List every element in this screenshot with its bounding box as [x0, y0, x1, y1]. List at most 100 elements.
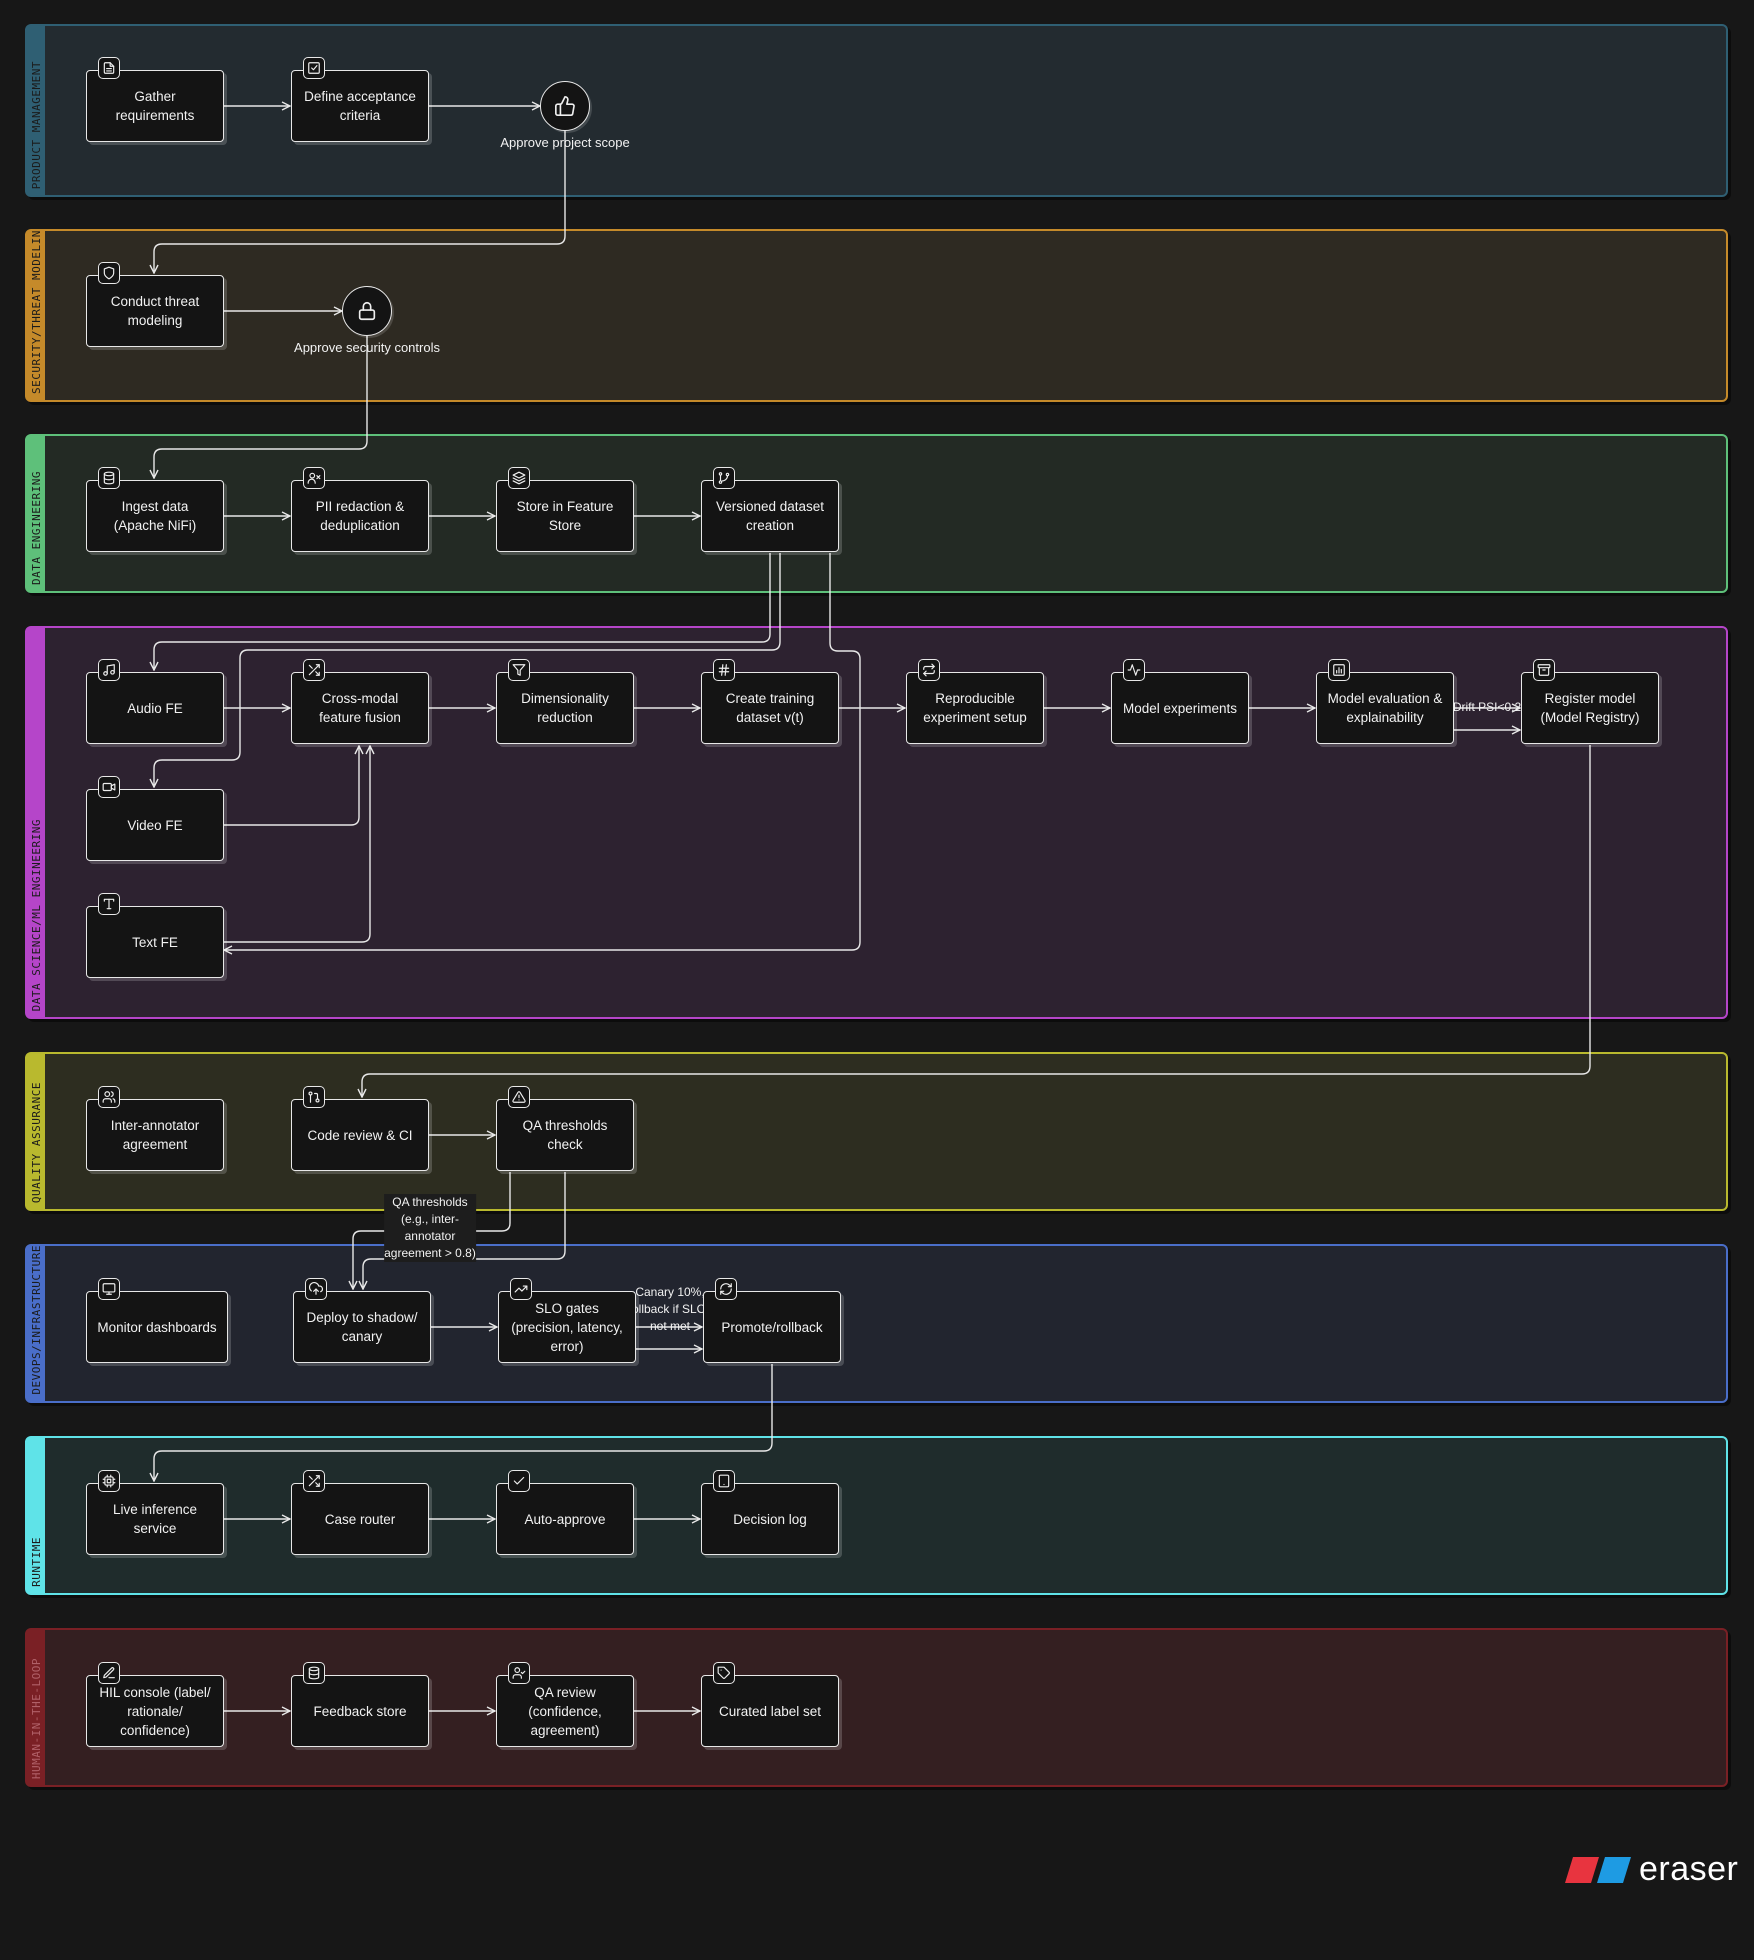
monitor-icon [98, 1278, 120, 1300]
user-check-icon [508, 1662, 530, 1684]
lane-tab: RUNTIME [27, 1438, 45, 1593]
shuffle-icon [303, 659, 325, 681]
node-router[interactable]: Case router [291, 1470, 429, 1555]
layers-icon [508, 467, 530, 489]
node-label: Case router [324, 1511, 396, 1527]
edge-register-codereview [362, 745, 1591, 1097]
node-deploy[interactable]: Deploy to shadow/ canary [293, 1278, 431, 1363]
node-qareview[interactable]: QA review (confidence, agreement) [496, 1662, 634, 1747]
node-experiments[interactable]: Model experiments [1111, 659, 1249, 744]
approve-scope-label: Approve project scope [500, 135, 630, 150]
node-register[interactable]: Register model (Model Registry) [1521, 659, 1659, 744]
trending-up-icon [510, 1278, 532, 1300]
node-monitor[interactable]: Monitor dashboards [86, 1278, 228, 1363]
node-label: Promote/rollback [721, 1319, 823, 1335]
node-label: Versioned dataset creation [715, 499, 825, 533]
lane-tab: SECURITY/THREAT MODELING [27, 231, 45, 400]
node-interannotator[interactable]: Inter-annotator agreement [86, 1086, 224, 1171]
edge-label-drift: Drift PSI<0.2 [1452, 700, 1522, 714]
eraser-logo[interactable]: eraser [1565, 1850, 1738, 1889]
node-label: Ingest data (Apache NiFi) [113, 499, 197, 533]
filter-icon [508, 659, 530, 681]
node-qathresholds[interactable]: QA thresholds check [496, 1086, 634, 1171]
tag-icon [713, 1662, 735, 1684]
node-codereview[interactable]: Code review & CI [291, 1086, 429, 1171]
node-label: Text FE [132, 934, 178, 950]
node-label: PII redaction & deduplication [315, 499, 405, 533]
cpu-icon [98, 1470, 120, 1492]
check-icon [508, 1470, 530, 1492]
edge-security-ingest [154, 336, 368, 478]
approve-security-label: Approve security controls [294, 340, 440, 355]
node-text[interactable]: Text FE [86, 893, 224, 978]
node-versioned[interactable]: Versioned dataset creation [701, 467, 839, 552]
document-icon [98, 57, 120, 79]
node-pii[interactable]: PII redaction & deduplication [291, 467, 429, 552]
node-autoapprove[interactable]: Auto-approve [496, 1470, 634, 1555]
node-label: Dimensionality reduction [521, 691, 609, 725]
eraser-logo-text: eraser [1639, 1850, 1739, 1888]
lock-icon [358, 301, 376, 321]
eraser-logo-icon [1565, 1856, 1631, 1883]
node-evaluation[interactable]: Model evaluation & explainability [1316, 659, 1454, 744]
node-label: QA review (confidence, agreement) [528, 1684, 602, 1738]
refresh-icon [715, 1278, 737, 1300]
approve-scope-gate[interactable] [540, 81, 590, 131]
node-gather[interactable]: Gather requirements [86, 57, 224, 142]
approve-security-gate[interactable] [342, 286, 392, 336]
lane-tab: HUMAN-IN-THE-LOOP [27, 1630, 45, 1785]
node-label: Register model (Model Registry) [1540, 691, 1640, 725]
node-label: HIL console (label/ rationale/ confidenc… [99, 1684, 211, 1738]
node-audio[interactable]: Audio FE [86, 659, 224, 744]
node-label: Model evaluation & explainability [1327, 691, 1443, 725]
edge-promote-live [154, 1364, 773, 1481]
git-pull-request-icon [303, 1086, 325, 1108]
database-icon [98, 467, 120, 489]
alert-triangle-icon [508, 1086, 530, 1108]
node-live[interactable]: Live inference service [86, 1470, 224, 1555]
node-dimred[interactable]: Dimensionality reduction [496, 659, 634, 744]
node-promote[interactable]: Promote/rollback [703, 1278, 841, 1363]
node-label: Reproducible experiment setup [923, 691, 1027, 725]
node-define[interactable]: Define acceptance criteria [291, 57, 429, 142]
node-training[interactable]: Create training dataset v(t) [701, 659, 839, 744]
edge-versioned-video [154, 553, 781, 787]
node-label: Feedback store [313, 1703, 407, 1719]
node-slo[interactable]: SLO gates (precision, latency, error) [498, 1278, 636, 1363]
edge-versioned-audio [154, 553, 771, 670]
node-label: Deploy to shadow/ canary [306, 1310, 418, 1344]
node-label: Audio FE [127, 700, 183, 716]
node-feedback[interactable]: Feedback store [291, 1662, 429, 1747]
database-icon [303, 1662, 325, 1684]
node-label: Code review & CI [307, 1127, 413, 1143]
node-crossmodal[interactable]: Cross-modal feature fusion [291, 659, 429, 744]
node-label: SLO gates (precision, latency, error) [511, 1300, 623, 1354]
node-curated[interactable]: Curated label set [701, 1662, 839, 1747]
node-store[interactable]: Store in Feature Store [496, 467, 634, 552]
node-threat[interactable]: Conduct threat modeling [86, 262, 224, 347]
node-label: Inter-annotator agreement [110, 1118, 200, 1152]
edge-label-canary: Canary 10%, rollback if SLOs not met [627, 1285, 713, 1333]
node-label: Conduct threat modeling [110, 294, 200, 328]
lane-tab: QUALITY ASSURANCE [27, 1054, 45, 1209]
node-decisionlog[interactable]: Decision log [701, 1470, 839, 1555]
video-icon [98, 776, 120, 798]
node-label: QA thresholds check [522, 1118, 608, 1152]
node-label: Monitor dashboards [97, 1319, 217, 1335]
node-label: Create training dataset v(t) [725, 691, 815, 725]
node-label: Video FE [127, 817, 183, 833]
node-label: Curated label set [718, 1703, 822, 1719]
node-repro[interactable]: Reproducible experiment setup [906, 659, 1044, 744]
lane-human-in-the-loop: HUMAN-IN-THE-LOOP [25, 1628, 1728, 1787]
node-ingest[interactable]: Ingest data (Apache NiFi) [86, 467, 224, 552]
node-video[interactable]: Video FE [86, 776, 224, 861]
music-icon [98, 659, 120, 681]
node-label: Decision log [733, 1511, 807, 1527]
lane-tab: DATA SCIENCE/ML ENGINEERING [27, 628, 45, 1017]
user-x-icon [303, 467, 325, 489]
edit-icon [98, 1662, 120, 1684]
bar-chart-icon [1328, 659, 1350, 681]
node-hil[interactable]: HIL console (label/ rationale/ confidenc… [86, 1662, 224, 1747]
node-label: Model experiments [1122, 700, 1238, 716]
shield-icon [98, 262, 120, 284]
